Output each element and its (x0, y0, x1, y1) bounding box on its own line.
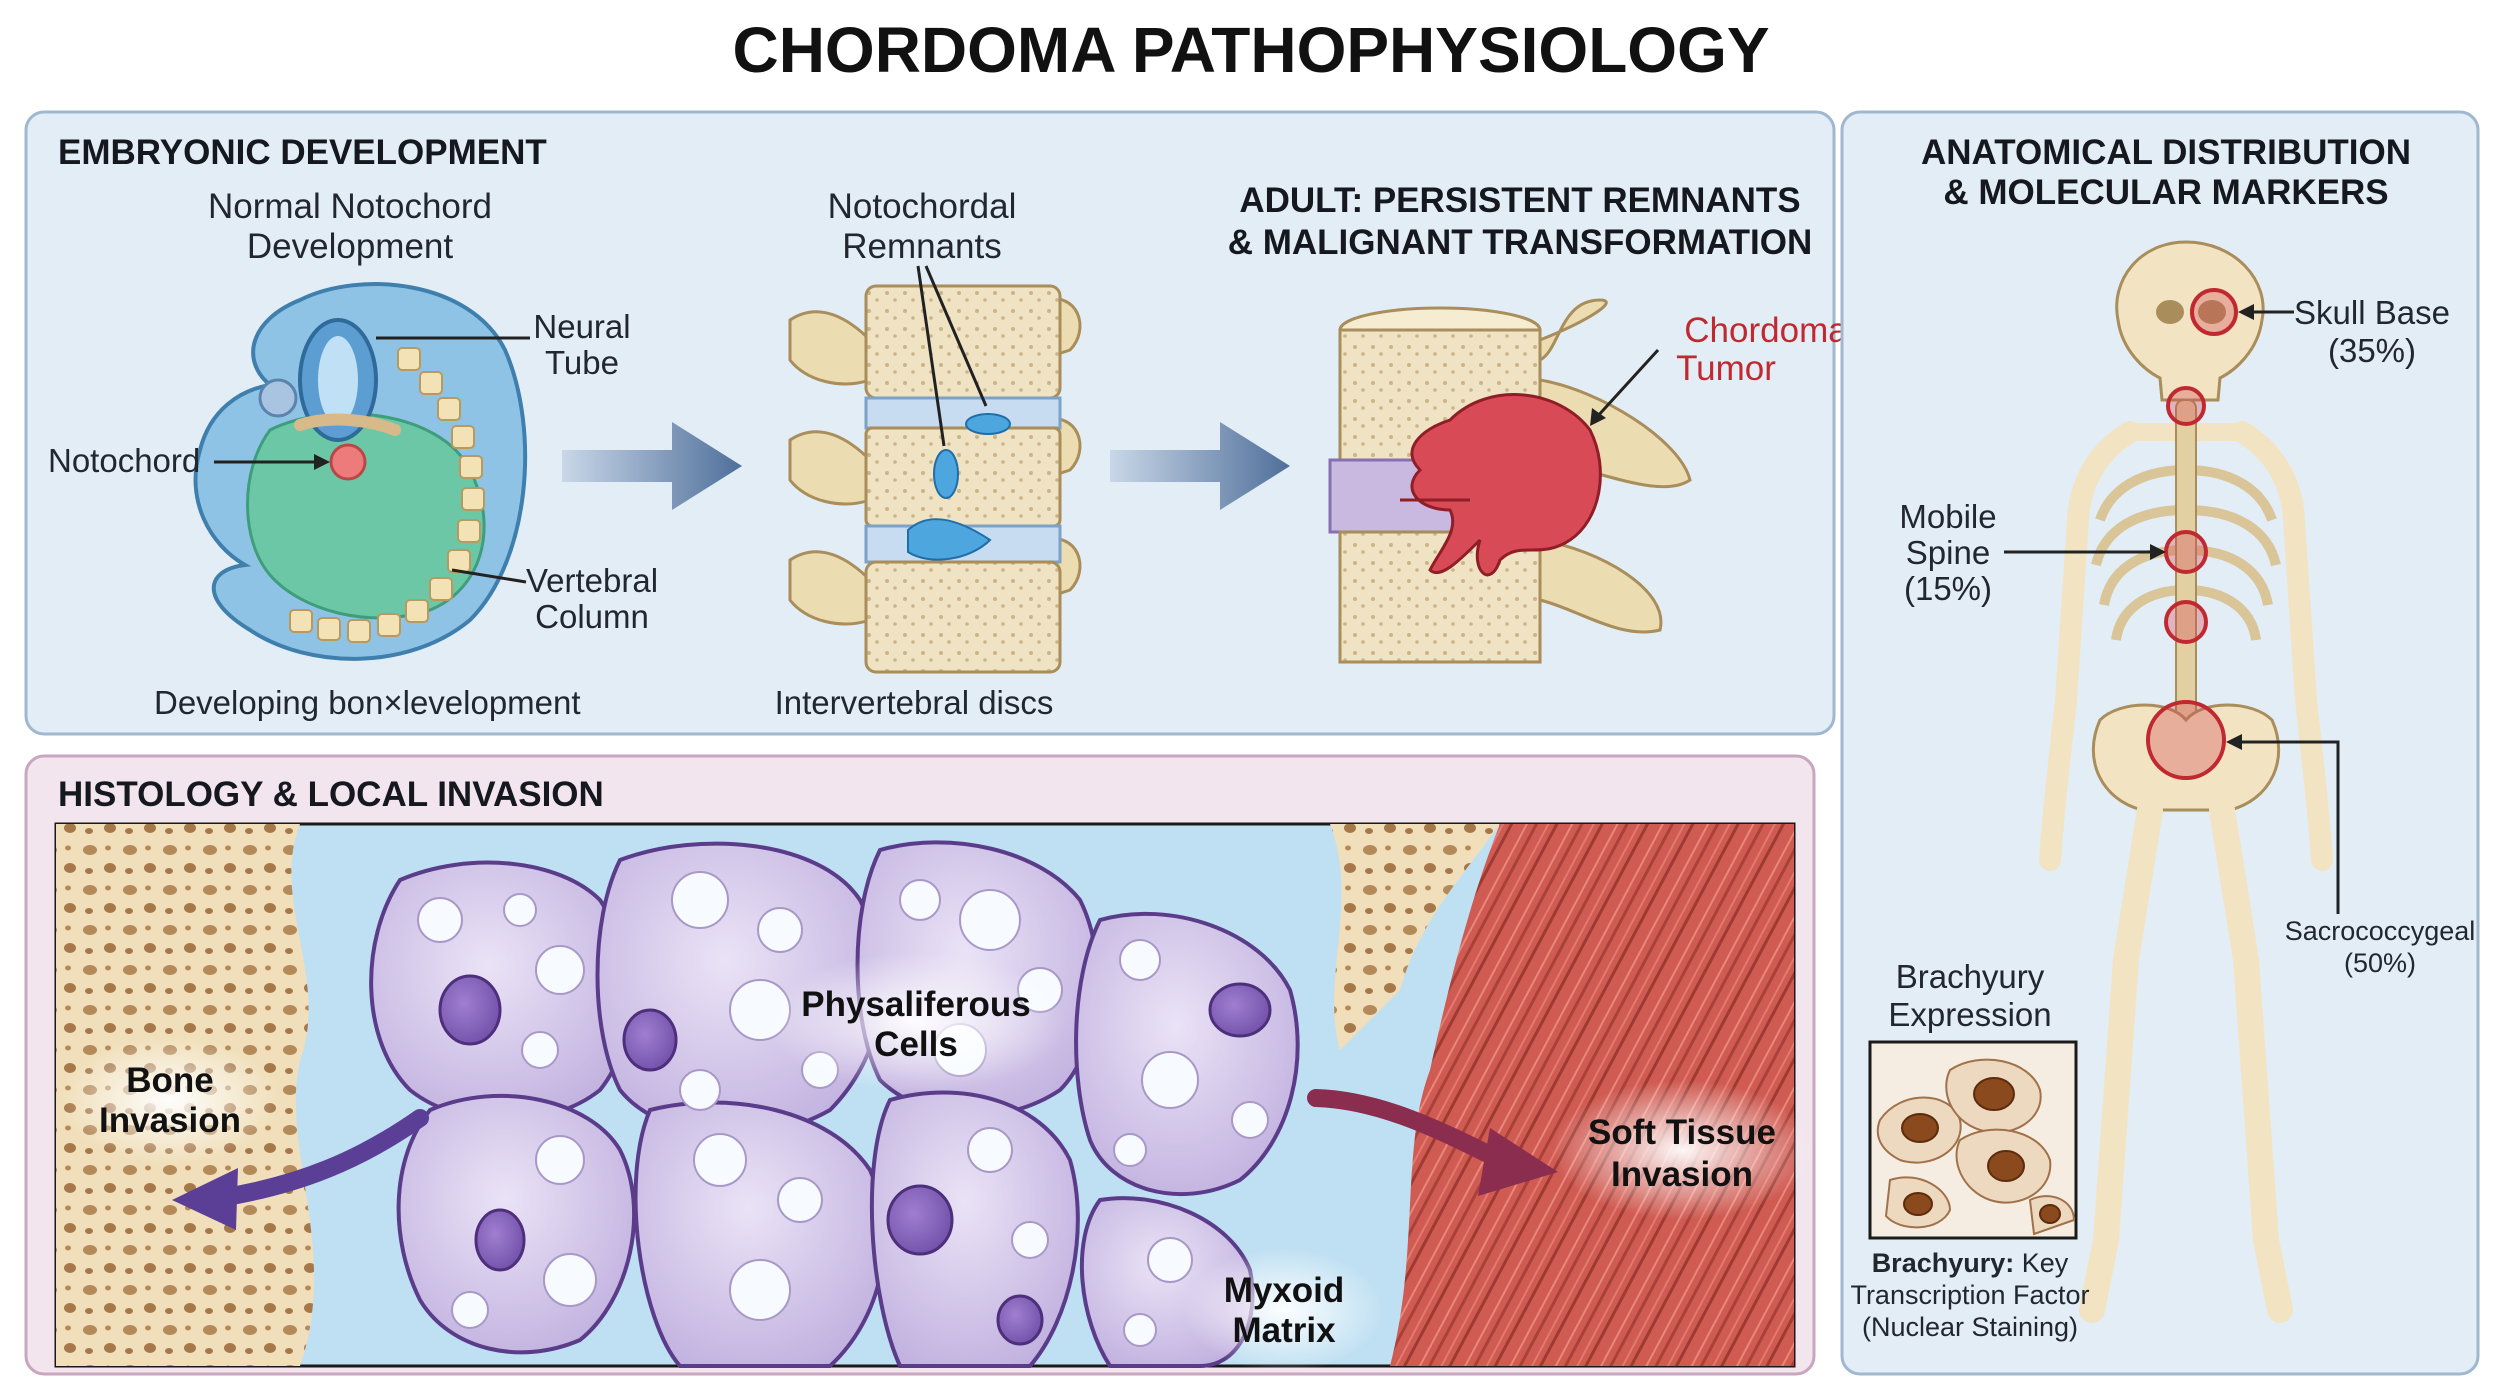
brachyury-title: Brachyury (1896, 958, 2045, 995)
embryonic-header: EMBRYONIC DEVELOPMENT (58, 133, 547, 172)
soft-tissue-arrow-head (1478, 1128, 1558, 1196)
adult-spine-illustration (1328, 298, 1692, 664)
adult-header-2: & MALIGNANT TRANSFORMATION (1228, 223, 1813, 262)
vertebral-pointer (451, 568, 527, 584)
remnants-label: Notochordal (828, 187, 1017, 226)
tumor-label: Chordoma (1684, 311, 1848, 350)
neural-tube-label: Neural (533, 308, 630, 345)
histology-image (54, 822, 1796, 1368)
notochord-pointer-head (314, 454, 330, 470)
skull-base-label-2: (35%) (2328, 332, 2416, 369)
brachyury-note-3: (Nuclear Staining) (1862, 1312, 2078, 1342)
sacrococcygeal-label-2: (50%) (2344, 948, 2416, 978)
sacrococcygeal-pointer (2234, 740, 2340, 914)
skeleton-illustration (2039, 240, 2333, 1323)
soft-tissue-label: Soft Tissue (1588, 1113, 1776, 1152)
tumor-pointer (1594, 348, 1660, 420)
soft-label-glow (1552, 1080, 1812, 1220)
embryo-caption: Developing bon×levelopment (154, 684, 581, 721)
tumor-pointer-head (1590, 408, 1606, 426)
tumor-label-2: Tumor (1676, 349, 1776, 388)
embryo-illustration (193, 282, 528, 661)
myxoid-matrix-label-2: Matrix (1232, 1311, 1336, 1350)
myxoid-matrix-label: Myxoid (1224, 1271, 1345, 1310)
mobile-spine-pointer-head (2150, 544, 2166, 560)
bone-invasion-arrow-head (172, 1168, 238, 1230)
spine-segment-illustration (788, 284, 1082, 674)
soft-tissue-arrow (1307, 1089, 1509, 1169)
mobile-spine-label-2: Spine (1906, 534, 1990, 571)
sacrococcygeal-label: Sacrococcygeal (2285, 916, 2476, 946)
bone-invasion-label-2: Invasion (99, 1101, 241, 1140)
mobile-spine-label: Mobile (1899, 498, 1996, 535)
discs-caption: Intervertebral discs (775, 684, 1054, 721)
bone-invasion-arrow (211, 1109, 429, 1207)
skull-base-pointer-head (2238, 304, 2254, 320)
adult-header: ADULT: PERSISTENT REMNANTS (1239, 181, 1800, 220)
bone-invasion-label: Bone (126, 1061, 214, 1100)
cells-label-glow (766, 952, 1066, 1092)
physaliferous-label-2: Cells (874, 1025, 958, 1064)
sacrococcygeal-pointer-head (2226, 734, 2242, 750)
page-title: CHORDOMA PATHOPHYSIOLOGY (732, 14, 1769, 86)
remnants-label-2: Remnants (842, 227, 1002, 266)
skull-base-label: Skull Base (2294, 294, 2450, 331)
vertebral-column-label: Vertebral (526, 562, 658, 599)
brachyury-note: Brachyury: Key (1872, 1248, 2069, 1278)
physaliferous-label: Physaliferous (801, 985, 1031, 1024)
normal-notochord-title-2: Development (247, 227, 453, 266)
brachyury-stain-image (1868, 1040, 2078, 1240)
brachyury-note-bold: Brachyury: (1872, 1248, 2015, 1278)
anatomy-header-2: & MOLECULAR MARKERS (1943, 173, 2388, 212)
normal-notochord-title: Normal Notochord (208, 187, 492, 226)
soft-tissue-label-2: Invasion (1611, 1155, 1753, 1194)
remnants-pointer-1 (924, 265, 988, 407)
brachyury-title-2: Expression (1888, 996, 2051, 1033)
notochord-label: Notochord (48, 442, 200, 479)
remnants-pointer-2 (916, 265, 946, 447)
brachyury-note-key: Key (2022, 1248, 2069, 1278)
progression-arrow-1 (562, 422, 742, 510)
brachyury-note-2: Transcription Factor (1850, 1280, 2089, 1310)
progression-arrow-2 (1110, 422, 1290, 510)
bone-label-glow (60, 1036, 280, 1164)
mobile-spine-label-3: (15%) (1904, 570, 1992, 607)
matrix-label-glow (1184, 1248, 1384, 1372)
histology-header: HISTOLOGY & LOCAL INVASION (58, 775, 604, 814)
vertebral-column-label-2: Column (535, 598, 649, 635)
anatomy-header: ANATOMICAL DISTRIBUTION (1921, 133, 2411, 172)
neural-tube-label-2: Tube (545, 344, 619, 381)
